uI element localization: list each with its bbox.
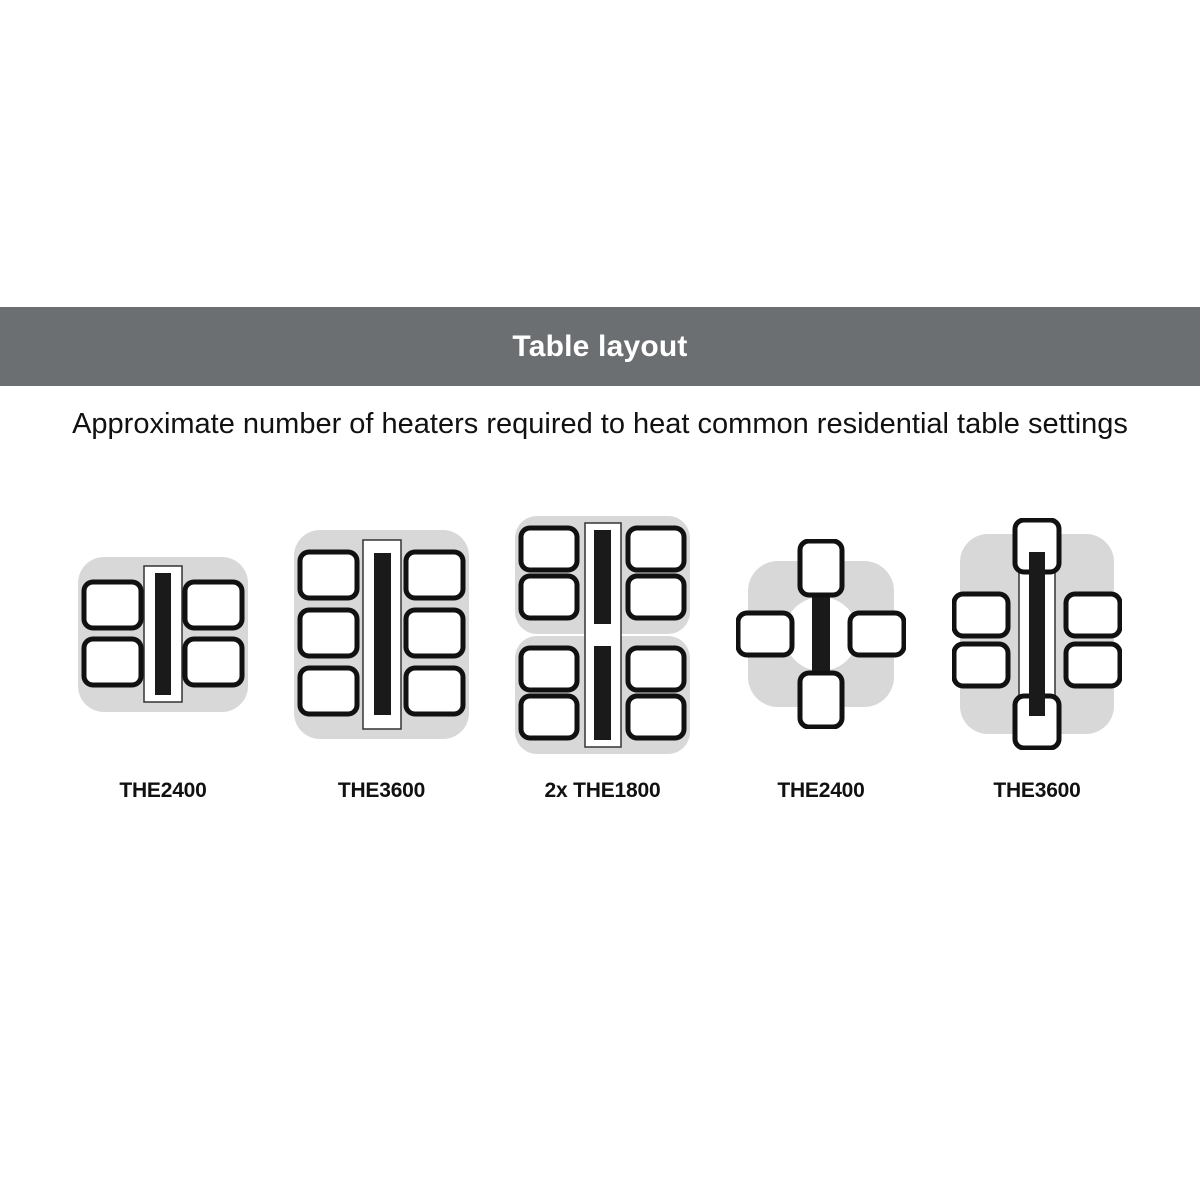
chair-icon	[297, 607, 360, 658]
figure-label: THE3600	[337, 779, 426, 802]
diagram-box	[515, 505, 690, 763]
chair-icon	[625, 693, 687, 740]
chair-icon	[797, 670, 845, 729]
double-rectangular-table-8-chairs-2-heaters-icon	[515, 515, 690, 754]
chairs	[736, 539, 906, 729]
figure-label: THE3600	[993, 779, 1081, 802]
chair-icon	[625, 573, 687, 620]
chair-icon	[297, 549, 360, 600]
table-setting-figure-3: 2x THE1800	[515, 505, 690, 803]
heater-bar-icon	[1029, 552, 1045, 716]
chair-icon	[1063, 641, 1122, 689]
table-setting-figure-2: THE3600	[294, 505, 469, 803]
chair-icon	[952, 641, 1011, 689]
heater-bar-icon	[594, 645, 611, 740]
chair-icon	[625, 645, 687, 692]
table-layout-figures-row: THE2400 THE36	[0, 505, 1200, 803]
chairs	[518, 525, 687, 740]
chair-icon	[518, 525, 580, 572]
chair-icon	[403, 665, 466, 716]
diagram-box	[78, 505, 248, 763]
chairs	[81, 579, 245, 687]
chairs	[297, 549, 466, 716]
rectangular-table-6-chairs-1-heater-icon	[952, 518, 1122, 750]
chair-icon	[81, 636, 144, 687]
round-table-4-chairs-1-heater-icon	[736, 539, 906, 729]
diagram-box	[952, 505, 1122, 763]
chair-icon	[952, 591, 1011, 639]
chair-icon	[403, 607, 466, 658]
chair-icon	[736, 610, 795, 658]
table-setting-figure-1: THE2400	[78, 505, 248, 803]
chair-icon	[297, 665, 360, 716]
section-header-bar: Table layout	[0, 307, 1200, 386]
chair-icon	[403, 549, 466, 600]
heater-bar-icon	[812, 585, 830, 683]
heater-bar-icon	[374, 552, 391, 715]
subtitle-text: Approximate number of heaters required t…	[72, 408, 1128, 440]
chair-icon	[518, 573, 580, 620]
chair-icon	[81, 579, 144, 630]
chairs	[952, 518, 1122, 750]
rectangular-table-6-chairs-1-heater-icon	[294, 529, 469, 739]
chair-icon	[1063, 591, 1122, 639]
heater-bar-icon	[155, 572, 171, 695]
table-setting-figure-4: THE2400	[736, 505, 906, 803]
chair-icon	[847, 610, 906, 658]
diagram-box	[294, 505, 469, 763]
figure-label: 2x THE1800	[544, 779, 661, 802]
figure-label: THE2400	[119, 779, 207, 802]
diagram-box	[736, 505, 906, 763]
page-title: Table layout	[512, 329, 688, 363]
chair-icon	[625, 525, 687, 572]
chair-icon	[182, 579, 245, 630]
figure-label: THE2400	[777, 779, 865, 802]
table-setting-figure-5: THE3600	[952, 505, 1122, 803]
chair-icon	[182, 636, 245, 687]
rectangular-table-4-chairs-1-heater-icon	[78, 556, 248, 712]
chair-icon	[797, 539, 845, 598]
chair-icon	[518, 693, 580, 740]
heater-bar-icon	[594, 529, 611, 624]
chair-icon	[518, 645, 580, 692]
